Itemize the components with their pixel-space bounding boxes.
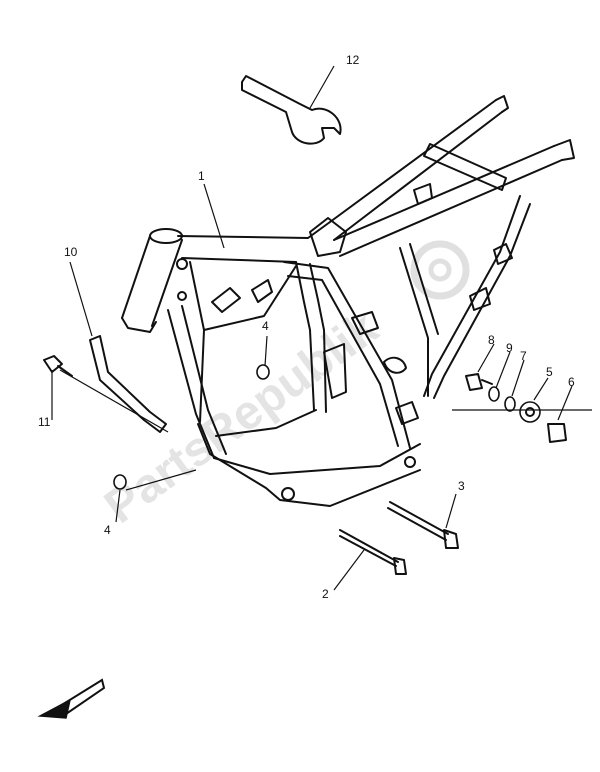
part-11-bolt <box>43 355 73 377</box>
part-5-bushing <box>519 401 541 423</box>
callout-1: 1 <box>198 169 205 183</box>
front-direction-arrow-icon <box>37 678 106 719</box>
part-2-bolt <box>339 529 407 575</box>
callout-9: 9 <box>506 341 513 355</box>
callout-3: 3 <box>458 479 465 493</box>
part-1-frame <box>121 95 575 507</box>
part-3-bolt <box>387 501 459 549</box>
callouts: 12 1 10 11 4 4 3 2 8 9 7 5 6 <box>38 53 575 601</box>
callout-6: 6 <box>568 375 575 389</box>
callout-11: 11 <box>38 415 51 429</box>
callout-7: 7 <box>520 349 527 363</box>
part-9-washer <box>488 386 500 402</box>
part-4-nut-upper <box>256 364 270 380</box>
part-4-nut-lower <box>113 474 127 490</box>
callout-5: 5 <box>546 365 553 379</box>
watermark: PartsRepublik <box>95 240 470 534</box>
callout-8: 8 <box>488 333 495 347</box>
watermark-text: PartsRepublik <box>95 301 388 534</box>
part-8-bolt <box>465 373 493 391</box>
part-10-stand <box>89 335 167 433</box>
part-7-collar <box>504 396 516 412</box>
callout-12: 12 <box>346 53 360 67</box>
leader-lines <box>51 65 592 591</box>
callout-10: 10 <box>64 245 78 259</box>
part-12-tool <box>241 75 342 145</box>
callout-2: 2 <box>322 587 329 601</box>
callout-4-upper: 4 <box>262 319 269 333</box>
callout-4-lower: 4 <box>104 523 111 537</box>
gear-icon <box>410 240 470 300</box>
part-6-spacer <box>547 423 567 443</box>
